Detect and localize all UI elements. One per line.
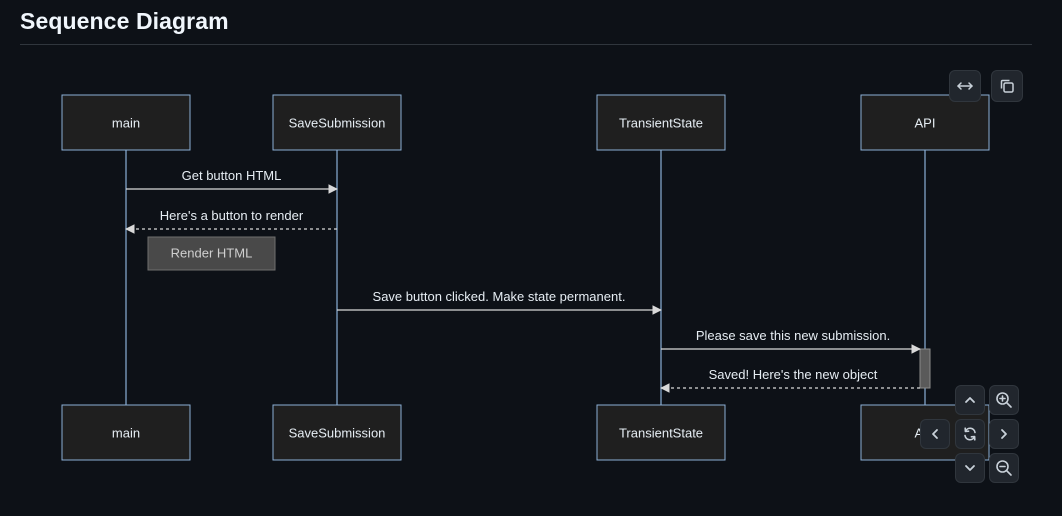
reset-icon [962, 426, 978, 442]
message-4: Please save this new submission. [661, 328, 921, 354]
copy-button[interactable] [991, 70, 1023, 102]
pan-left-button[interactable] [920, 419, 950, 449]
pan-right-button[interactable] [989, 419, 1019, 449]
title-divider [20, 44, 1032, 45]
participant-box [61, 94, 191, 151]
participant-label: main [112, 426, 140, 441]
note-label: Render HTML [171, 246, 253, 261]
participant-label: TransientState [619, 116, 703, 131]
zoom-out-button[interactable] [989, 453, 1019, 483]
participant-box [272, 94, 402, 151]
expand-horizontal-icon [955, 76, 975, 96]
participant-label: SaveSubmission [289, 426, 386, 441]
message-label: Get button HTML [182, 168, 282, 183]
participant-save-top: SaveSubmission [272, 94, 402, 151]
participant-state-top: TransientState [596, 94, 726, 151]
page-title: Sequence Diagram [20, 8, 229, 34]
chevron-up-icon [963, 393, 977, 407]
message-label: Save button clicked. Make state permanen… [373, 289, 626, 304]
zoom-out-icon [995, 459, 1013, 477]
zoom-in-icon [995, 391, 1013, 409]
message-1: Get button HTML [126, 168, 338, 194]
participant-box [61, 404, 191, 461]
fullscreen-button[interactable] [949, 70, 981, 102]
chevron-down-icon [963, 461, 977, 475]
message-3: Save button clicked. Make state permanen… [337, 289, 662, 315]
participant-label: main [112, 116, 140, 131]
participant-api-top: API [860, 94, 990, 151]
reset-view-button[interactable] [955, 419, 985, 449]
participant-main-bottom: main [61, 404, 191, 461]
participant-box [596, 94, 726, 151]
participant-label: SaveSubmission [289, 116, 386, 131]
participant-state-bottom: TransientState [596, 404, 726, 461]
participant-label: API [915, 116, 936, 131]
note-render-html: Render HTML [147, 236, 276, 271]
participant-main-top: main [61, 94, 191, 151]
participant-box [860, 94, 990, 151]
pan-down-button[interactable] [955, 453, 985, 483]
participant-save-bottom: SaveSubmission [272, 404, 402, 461]
activation-bar [919, 348, 931, 389]
participant-box [272, 404, 402, 461]
message-label: Here's a button to render [160, 208, 304, 223]
chevron-left-icon [928, 427, 942, 441]
message-5: Saved! Here's the new object [660, 367, 920, 393]
zoom-in-button[interactable] [989, 385, 1019, 415]
chevron-right-icon [997, 427, 1011, 441]
message-2: Here's a button to render [125, 208, 337, 234]
note-box [147, 236, 276, 271]
participant-box [596, 404, 726, 461]
participant-label: TransientState [619, 426, 703, 441]
message-label: Please save this new submission. [696, 328, 890, 343]
pan-up-button[interactable] [955, 385, 985, 415]
copy-icon [998, 77, 1016, 95]
message-label: Saved! Here's the new object [709, 367, 878, 382]
